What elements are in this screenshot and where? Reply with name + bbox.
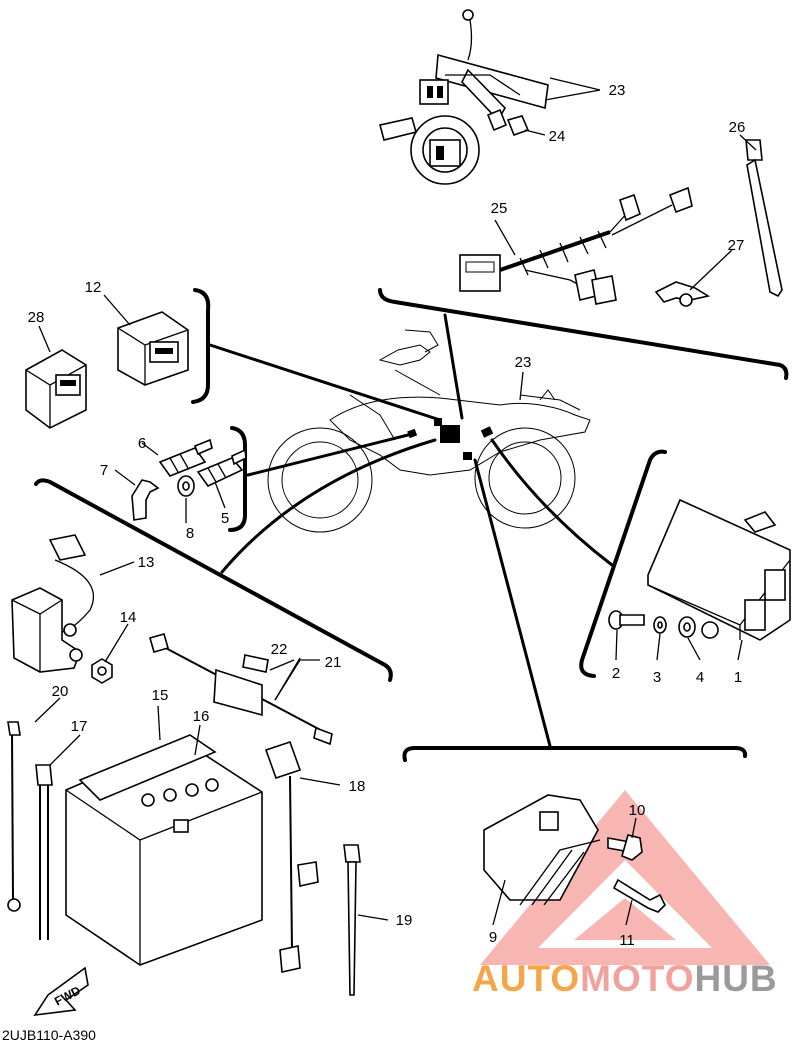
callout-2: 2 (612, 665, 620, 682)
callout-5: 5 (221, 510, 229, 527)
callout-23-bike: 23 (515, 354, 532, 371)
relay-12 (117, 311, 189, 386)
battery-15 (65, 734, 263, 966)
bolts-10-11 (607, 834, 666, 913)
callout-9: 9 (489, 929, 497, 946)
callout-6: 6 (138, 435, 146, 452)
callout-15: 15 (152, 687, 169, 704)
callout-leaders (34, 77, 757, 926)
nut-14 (91, 658, 113, 684)
watermark-part-2: MOTO (580, 958, 695, 999)
callout-3: 3 (653, 669, 661, 686)
callout-21: 21 (325, 654, 342, 671)
callout-12: 12 (85, 279, 102, 296)
sub-harness-25 (459, 186, 693, 305)
fasteners-2-4 (608, 610, 696, 638)
watermark-logo-triangle (480, 790, 770, 965)
callout-10: 10 (629, 802, 646, 819)
wire-harness-top (379, 9, 549, 185)
callout-27: 27 (728, 237, 745, 254)
callout-16: 16 (193, 708, 210, 725)
callout-14: 14 (120, 609, 137, 626)
watermark-wordmark: AUTOMOTOHUB (472, 958, 778, 1000)
callout-13: 13 (138, 554, 155, 571)
ecu-1 (647, 498, 791, 641)
diagram-code: 2UJB110-A390 (2, 1027, 96, 1043)
callout-4: 4 (696, 669, 704, 686)
fittings-5-8 (131, 438, 247, 521)
callout-19: 19 (396, 912, 413, 929)
leader-lines (208, 313, 614, 748)
callout-23-top: 23 (609, 82, 626, 99)
callout-11: 11 (619, 932, 635, 949)
callout-labels: 1 2 3 4 5 6 7 8 9 10 11 12 13 14 15 16 1… (28, 82, 746, 1008)
relay-28 (25, 349, 87, 429)
cable-tie-26 (745, 139, 783, 298)
group-brackets (34, 288, 789, 762)
callout-26: 26 (729, 119, 746, 136)
clamp-27 (654, 281, 711, 307)
starter-relay-13 (11, 534, 95, 673)
watermark-part-3: HUB (694, 958, 778, 999)
cable-17 (35, 764, 53, 940)
callout-22: 22 (271, 641, 288, 658)
callout-7: 7 (100, 462, 108, 479)
callout-20: 20 (52, 683, 69, 700)
callout-25: 25 (491, 200, 508, 217)
callout-8: 8 (186, 525, 194, 542)
cable-tie-19 (343, 844, 361, 996)
callout-1: 1 (734, 669, 742, 686)
fwd-arrow (33, 966, 89, 1017)
callout-18: 18 (349, 778, 366, 795)
watermark-part-1: AUTO (472, 958, 581, 999)
motorcycle-outline (267, 329, 591, 533)
rectifier-9 (483, 794, 601, 906)
cable-20 (7, 721, 21, 912)
callout-24: 24 (549, 128, 566, 145)
callout-28: 28 (28, 309, 45, 326)
wire-18 (264, 740, 319, 973)
bike-connectors (407, 418, 494, 460)
callout-17: 17 (71, 718, 88, 735)
sensor-21 (149, 633, 333, 746)
